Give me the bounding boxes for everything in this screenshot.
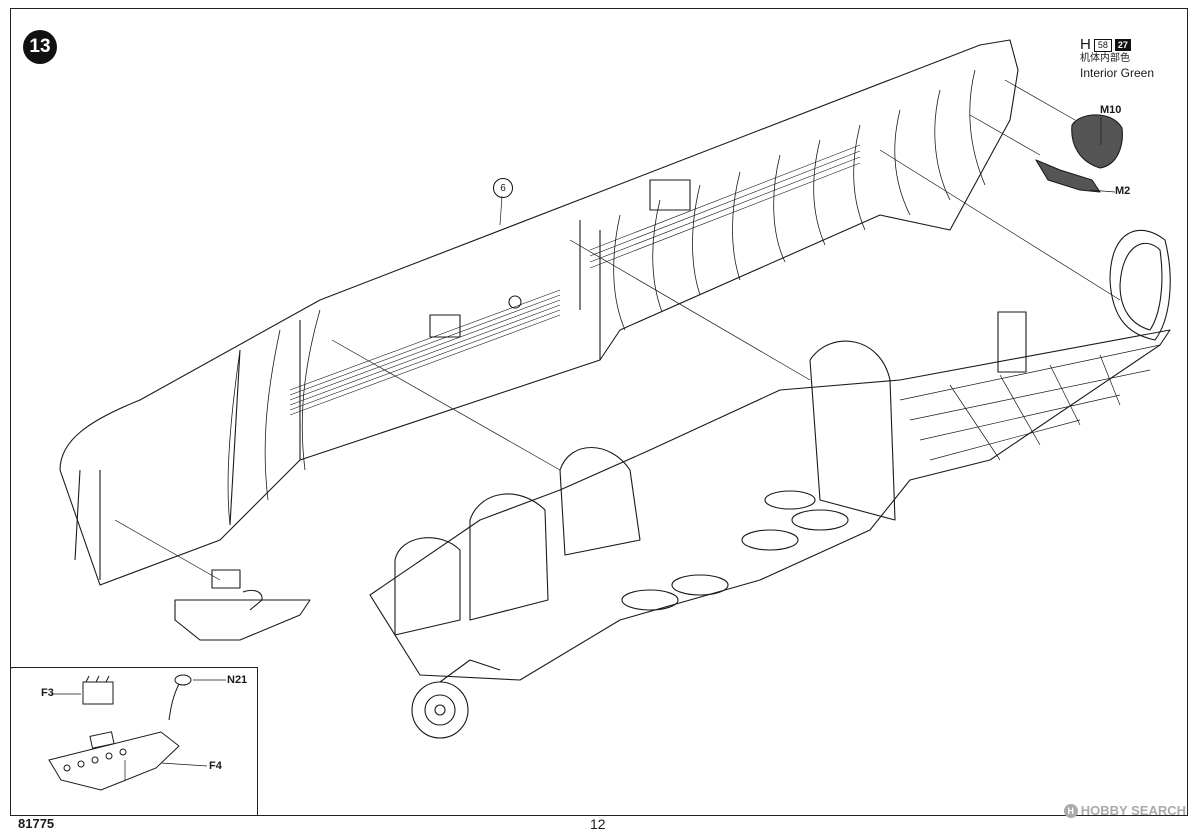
leader-lines <box>114 79 1121 581</box>
fuselage-frames <box>227 69 986 526</box>
step-number-badge: 13 <box>23 30 57 64</box>
watermark: H HOBBY SEARCH <box>1063 803 1186 818</box>
rear-bulkhead <box>809 340 896 521</box>
paint-code-row: H 58 27 <box>1080 36 1154 53</box>
detail-part-f3 <box>82 681 114 705</box>
paint-name-english: Interior Green <box>1080 66 1155 80</box>
page-number: 12 <box>590 816 606 832</box>
nose-wheel <box>411 659 501 739</box>
fuselage-lower-assembly <box>369 329 1171 681</box>
bomb-bay-bulkhead <box>559 447 641 556</box>
detail-label-f3: F3 <box>41 687 54 699</box>
cockpit-bulkhead <box>469 493 549 621</box>
paint-code-b: 27 <box>1114 39 1131 51</box>
interior-porthole <box>508 295 522 309</box>
rear-radio-rack <box>997 311 1027 373</box>
part-m2 <box>1035 159 1101 193</box>
part-label-m2: M2 <box>1115 185 1131 197</box>
step-reference-circle: 6 <box>493 178 513 198</box>
bombs <box>621 490 849 611</box>
detail-label-f4: F4 <box>209 760 222 772</box>
detail-inset: F3 N21 F4 <box>11 667 258 815</box>
tail-floor-grid <box>899 344 1161 461</box>
interior-tank <box>429 314 461 338</box>
detail-drawing <box>11 668 226 791</box>
detail-part-f4 <box>48 731 180 791</box>
front-panel-part <box>174 599 311 641</box>
rear-window-frame <box>1109 229 1171 341</box>
paint-code-letter: H <box>1080 36 1091 53</box>
fuselage-upper-half <box>59 39 1019 586</box>
part-label-m10: M10 <box>1100 104 1122 116</box>
forward-bulkhead <box>394 537 461 636</box>
interior-gun-mount <box>649 179 691 211</box>
floor-stringers <box>289 144 861 416</box>
paint-name-chinese: 机体内部色 <box>1080 53 1130 64</box>
watermark-logo-icon: H <box>1063 803 1078 818</box>
paint-code-a: 58 <box>1093 38 1112 52</box>
detail-part-n21 <box>174 674 192 686</box>
paint-callout: H 58 27 机体内部色 Interior Green <box>1080 36 1155 80</box>
front-panel-boxes <box>211 569 241 589</box>
part-m10 <box>1071 114 1123 169</box>
page-frame <box>10 8 1188 816</box>
watermark-text: HOBBY SEARCH <box>1080 803 1186 818</box>
kit-code: 81775 <box>18 816 55 831</box>
detail-label-n21: N21 <box>227 674 248 686</box>
